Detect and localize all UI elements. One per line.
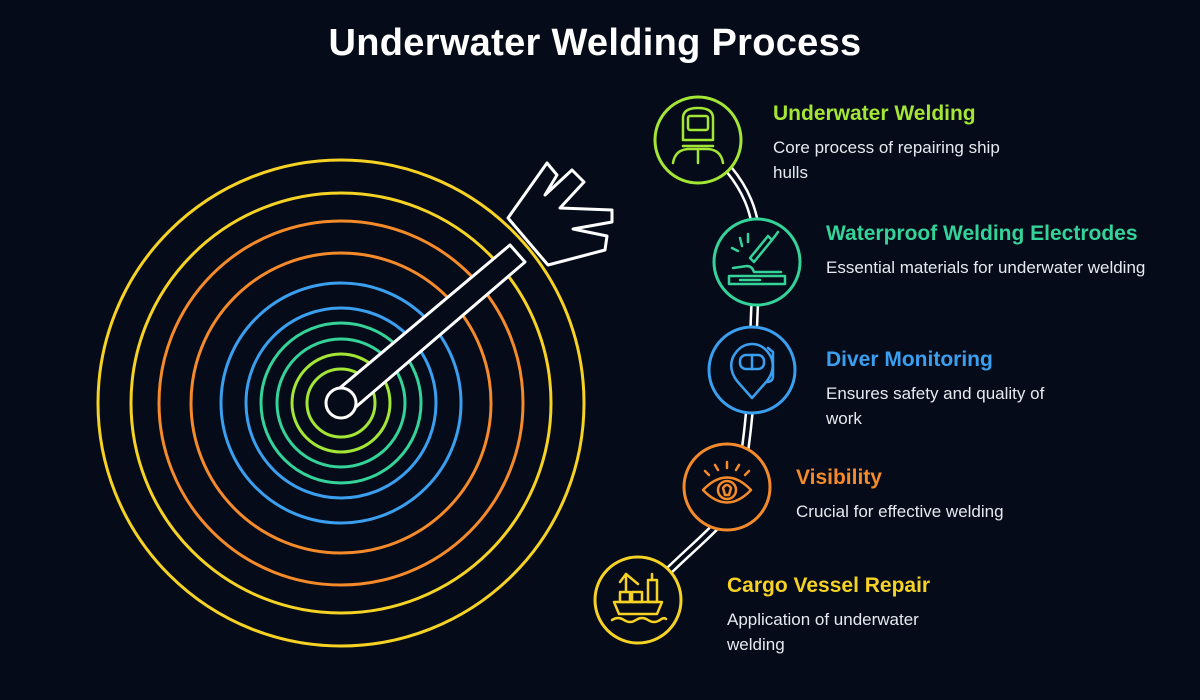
arrow-tip-circle — [324, 386, 358, 420]
step-description: Application of underwater welding — [727, 610, 919, 654]
target-ring-7 — [259, 321, 423, 485]
target-ring-10 — [305, 367, 377, 439]
target-ring-5 — [219, 281, 463, 525]
eye-icon — [701, 460, 753, 504]
step-icon-ship — [593, 555, 683, 645]
step-description: Ensures safety and quality of work — [826, 384, 1045, 428]
arrow-shaft — [333, 243, 527, 414]
step-visibility: Visibility Crucial for effective welding — [796, 465, 1096, 524]
step-description: Essential materials for underwater weldi… — [826, 258, 1146, 277]
target-ring-8 — [275, 337, 407, 469]
arrow — [324, 161, 614, 420]
step-cargo-vessel-repair: Cargo Vessel Repair Application of under… — [727, 573, 967, 657]
diver-mask-icon — [729, 342, 775, 400]
step-icon-welder — [653, 95, 743, 185]
step-title: Visibility — [796, 466, 882, 489]
step-icon-diver — [707, 325, 797, 415]
welding-electrode-icon — [727, 230, 787, 286]
cargo-ship-icon — [610, 572, 668, 624]
target — [96, 158, 586, 648]
step-icon-electrode — [712, 217, 802, 307]
step-waterproof-electrodes: Waterproof Welding Electrodes Essential … — [826, 221, 1156, 280]
step-description: Core process of repairing ship hulls — [773, 138, 1000, 182]
step-description: Crucial for effective welding — [796, 502, 1004, 521]
target-ring-9 — [290, 352, 392, 454]
step-title: Diver Monitoring — [826, 348, 993, 371]
page-title: Underwater Welding Process — [328, 22, 862, 64]
arrow-fletching — [506, 161, 614, 267]
target-ring-4 — [189, 251, 493, 555]
step-underwater-welding: Underwater Welding Core process of repai… — [773, 101, 1003, 185]
welder-helmet-icon — [671, 106, 725, 165]
step-title: Underwater Welding — [773, 102, 976, 125]
step-title: Cargo Vessel Repair — [727, 574, 931, 597]
step-title: Waterproof Welding Electrodes — [826, 222, 1138, 245]
target-ring-2 — [129, 191, 553, 615]
step-diver-monitoring: Diver Monitoring Ensures safety and qual… — [826, 347, 1056, 431]
target-ring-6 — [244, 306, 438, 500]
target-ring-3 — [157, 219, 525, 587]
step-icon-eye — [682, 442, 772, 532]
target-ring-1 — [96, 158, 586, 648]
